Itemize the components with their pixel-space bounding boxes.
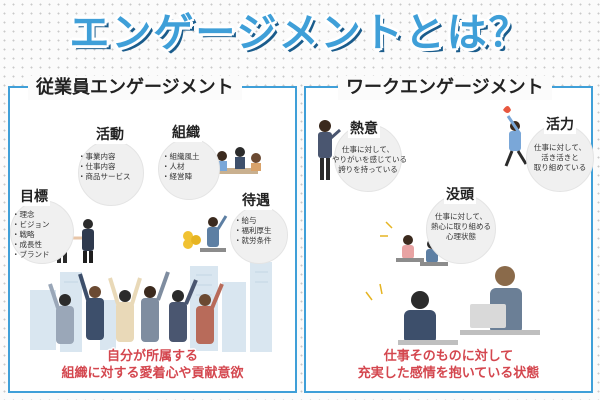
list-item: ブランド <box>12 250 50 260</box>
goals-title: 目標 <box>18 186 50 206</box>
organization-title: 組織 <box>170 122 202 142</box>
vigor-title: 活力 <box>544 114 576 134</box>
employee-engagement-heading: 従業員エンゲージメント <box>28 76 242 100</box>
list-item: 成長性 <box>12 240 50 250</box>
salary-coins-figure <box>183 215 228 252</box>
work-engagement-heading: ワークエンゲージメント <box>338 76 552 100</box>
treatment-list: 給与 福利厚生 就労条件 <box>234 216 272 246</box>
cheering-group-figure <box>48 271 224 344</box>
list-item: 福利厚生 <box>234 226 272 236</box>
activity-title: 活動 <box>94 124 126 144</box>
caption-line: 充実した感情を抱いている状態 <box>357 366 540 381</box>
list-item: 理念 <box>12 210 50 220</box>
treatment-title: 待遇 <box>240 190 272 210</box>
focused-workers-figure <box>396 235 540 345</box>
list-item: 給与 <box>234 216 272 226</box>
caption-line: 仕事そのものに対して <box>383 349 514 364</box>
list-item: 人材 <box>162 162 200 172</box>
enthusiasm-title: 熱意 <box>348 118 380 138</box>
list-item: 就労条件 <box>234 236 272 246</box>
absorption-title: 没頭 <box>444 184 476 204</box>
enthusiasm-description: 仕事に対して、 やりがいを感じている 誇りを持っている <box>332 145 407 174</box>
employee-engagement-caption: 自分が所属する 組織に対する愛着心や貢献意欲 <box>8 348 297 382</box>
list-item: 仕事内容 <box>78 162 131 172</box>
list-item: ビジョン <box>12 220 50 230</box>
vigor-circle <box>526 124 594 192</box>
organization-list: 組織風土 人材 経営陣 <box>162 152 200 182</box>
proud-woman-figure <box>318 120 341 180</box>
list-item: 経営陣 <box>162 172 200 182</box>
caption-line: 組織に対する愛着心や貢献意欲 <box>61 366 244 381</box>
energetic-woman-figure <box>503 106 528 167</box>
caption-line: 自分が所属する <box>106 349 198 364</box>
work-engagement-caption: 仕事そのものに対して 充実した感情を抱いている状態 <box>304 348 593 382</box>
absorption-description: 仕事に対して、 熱心に取り組める 心理状態 <box>431 212 491 241</box>
goals-list: 理念 ビジョン 戦略 成長性 ブランド <box>12 210 50 260</box>
list-item: 組織風土 <box>162 152 200 162</box>
list-item: 戦略 <box>12 230 50 240</box>
activity-list: 事業内容 仕事内容 商品サービス <box>78 152 131 182</box>
list-item: 事業内容 <box>78 152 131 162</box>
meeting-figure <box>214 147 261 174</box>
list-item: 商品サービス <box>78 172 131 182</box>
page-title: エンゲージメントとは？ <box>69 10 531 56</box>
vigor-description: 仕事に対して、 活き活きと 取り組めている <box>533 143 587 172</box>
